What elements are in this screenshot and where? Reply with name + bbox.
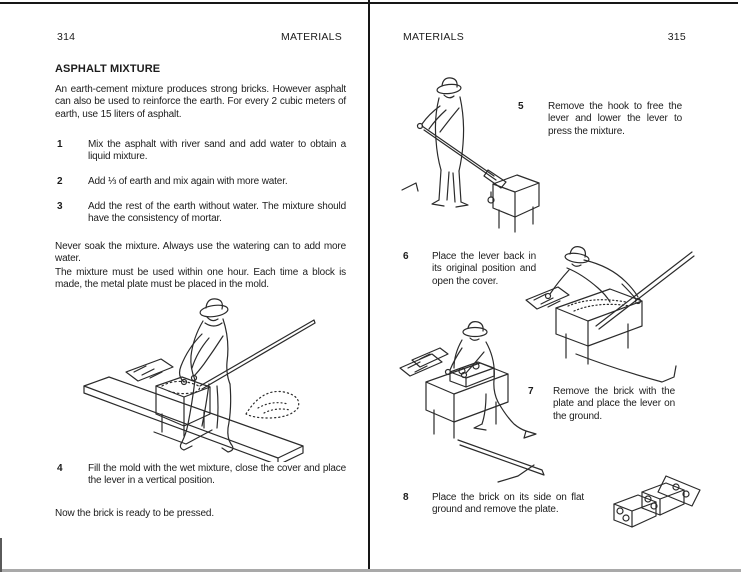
step-number: 1	[57, 139, 63, 150]
step-item-6: 6 Place the lever back in its original p…	[403, 251, 543, 288]
bricks-drawing	[613, 475, 701, 528]
press-lever-drawing	[401, 77, 540, 233]
note-watering-paragraph: Never soak the mixture. Always use the w…	[55, 241, 346, 265]
step-text: Add ⅓ of earth and mix again with more w…	[88, 176, 288, 187]
step-item-5: 5 Remove the hook to free the lever and …	[518, 101, 696, 138]
right-page-header: MATERIALS 315	[403, 31, 686, 43]
illustration-fill-mold	[76, 292, 340, 462]
illustration-bricks-on-ground	[610, 466, 710, 538]
remove-brick-drawing	[399, 321, 545, 483]
step-text: Add the rest of the earth without water.…	[88, 201, 346, 225]
step-number: 7	[528, 386, 534, 397]
step-number: 6	[403, 251, 409, 262]
closing-paragraph: Now the brick is ready to be pressed.	[55, 508, 214, 519]
illustration-open-cover	[522, 242, 708, 394]
open-cover-drawing	[525, 246, 695, 383]
step-number: 2	[57, 176, 63, 187]
step-number: 3	[57, 201, 63, 212]
step-text: Remove the hook to free the lever and lo…	[548, 101, 682, 137]
step-number: 4	[57, 463, 63, 474]
scan-left-edge-mark	[0, 538, 2, 572]
step-item-1: 1 Mix the asphalt with river sand and ad…	[57, 139, 346, 164]
fill-mold-drawing	[83, 298, 316, 462]
step-text: Remove the brick with the plate and plac…	[553, 386, 675, 422]
step-text: Mix the asphalt with river sand and add …	[88, 139, 346, 163]
intro-paragraph: An earth-cement mixture produces strong …	[55, 84, 346, 120]
page-number: 315	[667, 31, 686, 43]
page-divider-line	[368, 0, 370, 572]
step-number: 8	[403, 492, 409, 503]
step-text: Place the brick on its side on flat grou…	[432, 492, 584, 516]
left-page: 314 MATERIALS ASPHALT MIXTURE An earth-c…	[0, 0, 368, 572]
step-text: Fill the mold with the wet mixture, clos…	[88, 463, 346, 487]
step-item-3: 3 Add the rest of the earth without wate…	[57, 201, 346, 226]
running-head: MATERIALS	[281, 31, 342, 43]
running-head: MATERIALS	[403, 31, 464, 43]
scan-bottom-edge	[0, 569, 741, 572]
step-item-4: 4 Fill the mold with the wet mixture, cl…	[57, 463, 346, 488]
illustration-press-lever	[396, 74, 548, 238]
step-text: Place the lever back in its original pos…	[432, 251, 536, 287]
left-page-header: 314 MATERIALS	[57, 31, 342, 43]
illustration-remove-brick	[394, 318, 556, 486]
step-item-2: 2 Add ⅓ of earth and mix again with more…	[57, 176, 346, 188]
step-item-8: 8 Place the brick on its side on flat gr…	[403, 492, 593, 517]
right-page: MATERIALS 315	[370, 0, 741, 572]
note-one-hour-paragraph: The mixture must be used within one hour…	[55, 267, 346, 291]
step-number: 5	[518, 101, 524, 112]
page-number: 314	[57, 31, 76, 43]
section-heading: ASPHALT MIXTURE	[55, 63, 161, 75]
step-item-7: 7 Remove the brick with the plate and pl…	[528, 386, 680, 423]
